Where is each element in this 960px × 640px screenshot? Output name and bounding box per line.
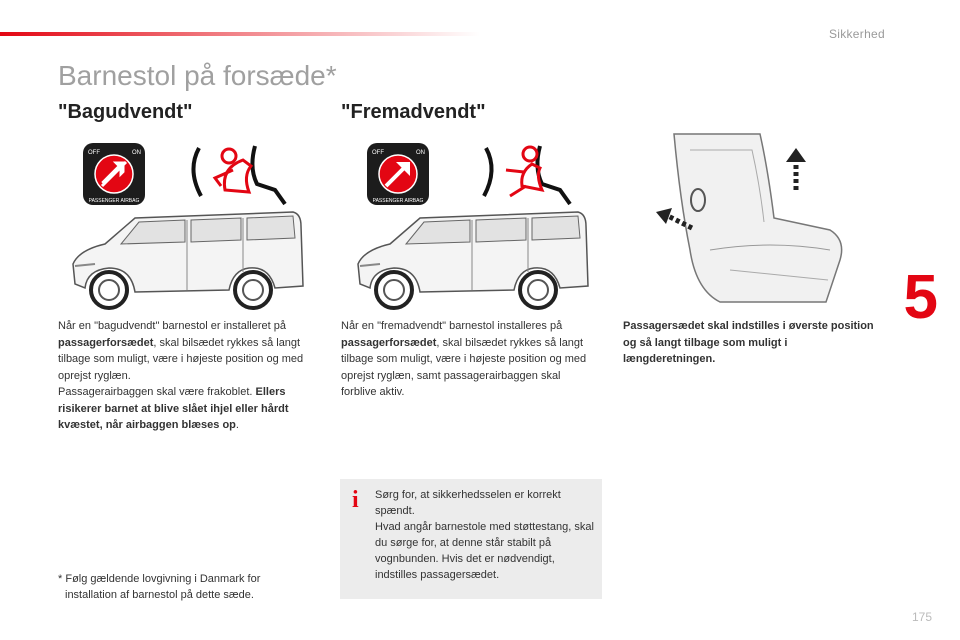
forward-facing-child-seat-icon — [482, 145, 572, 206]
heading-forward-facing: "Fremadvendt" — [341, 101, 486, 123]
forward-p1-c: , skal bilsædet rykkes så langt tilbage … — [341, 336, 587, 399]
heading-rear-facing: "Bagudvendt" — [58, 101, 193, 123]
forward-p1-a: Når en "fremadvendt" barnestol installer… — [341, 320, 563, 332]
footnote-line-1: Følg gældende lovgivning i Danmark for — [65, 573, 261, 585]
airbag-label-rear-off: OFF ON PASSENGER AIRBAG — [83, 143, 145, 205]
airbag-on-text-forward: ON — [416, 150, 425, 156]
rear-p1-c: , skal bilsædet rykkes så langt tilbage … — [58, 336, 304, 382]
info-text: Sørg for, at sikkerhedsselen er korrekt … — [375, 487, 595, 583]
forward-p1-b: passagerforsædet — [341, 336, 437, 349]
footnote: * Følg gældende lovgivning i Danmark for… — [58, 571, 298, 603]
seat-adjustment-illustration — [656, 133, 843, 303]
van-illustration-rear — [72, 211, 304, 310]
page-number: 175 — [911, 610, 932, 624]
page-title: Barnestol på forsæde* — [58, 60, 337, 91]
rear-p1-b: passagerforsædet — [58, 336, 154, 349]
van-illustration-forward — [357, 211, 589, 310]
rear-p1-a: Når en "bagudvendt" barnestol er install… — [58, 320, 286, 332]
footnote-line-2: installation af barnestol på dette sæde. — [65, 589, 254, 601]
airbag-off-text-rear: OFF — [88, 150, 100, 156]
top-accent-bar — [0, 32, 480, 36]
rear-facing-child-seat-icon — [191, 145, 287, 206]
airbag-passenger-text-forward: PASSENGER AIRBAG — [373, 198, 424, 204]
airbag-off-text-forward: OFF — [372, 150, 384, 156]
rear-facing-instructions: Når en "bagudvendt" barnestol er install… — [58, 318, 320, 434]
info-icon: i — [352, 487, 359, 513]
rear-p2-b: Ellers risikerer barnet at blive slået i… — [58, 386, 289, 431]
rear-p2-c: . — [235, 419, 239, 431]
info-box: i Sørg for, at sikkerhedsselen er korrek… — [340, 479, 602, 599]
info-line-1: Sørg for, at sikkerhedsselen er korrekt … — [375, 489, 561, 517]
seat-position-note: Passagersædet skal indstilles i øverste … — [623, 320, 874, 365]
section-label: Sikkerhed — [828, 27, 885, 41]
info-line-2: Hvad angår barnestole med støttestang, s… — [375, 521, 594, 581]
forward-facing-instructions: Når en "fremadvendt" barnestol installer… — [341, 318, 593, 401]
airbag-label-forward-on: OFF ON PASSENGER AIRBAG — [367, 143, 429, 205]
airbag-passenger-text-rear: PASSENGER AIRBAG — [89, 198, 140, 204]
chapter-number: 5 — [903, 263, 938, 332]
rear-p2-a: Passagerairbaggen skal være frakoblet. — [58, 386, 256, 398]
airbag-on-text-rear: ON — [132, 150, 141, 156]
footnote-marker: * — [58, 573, 63, 585]
